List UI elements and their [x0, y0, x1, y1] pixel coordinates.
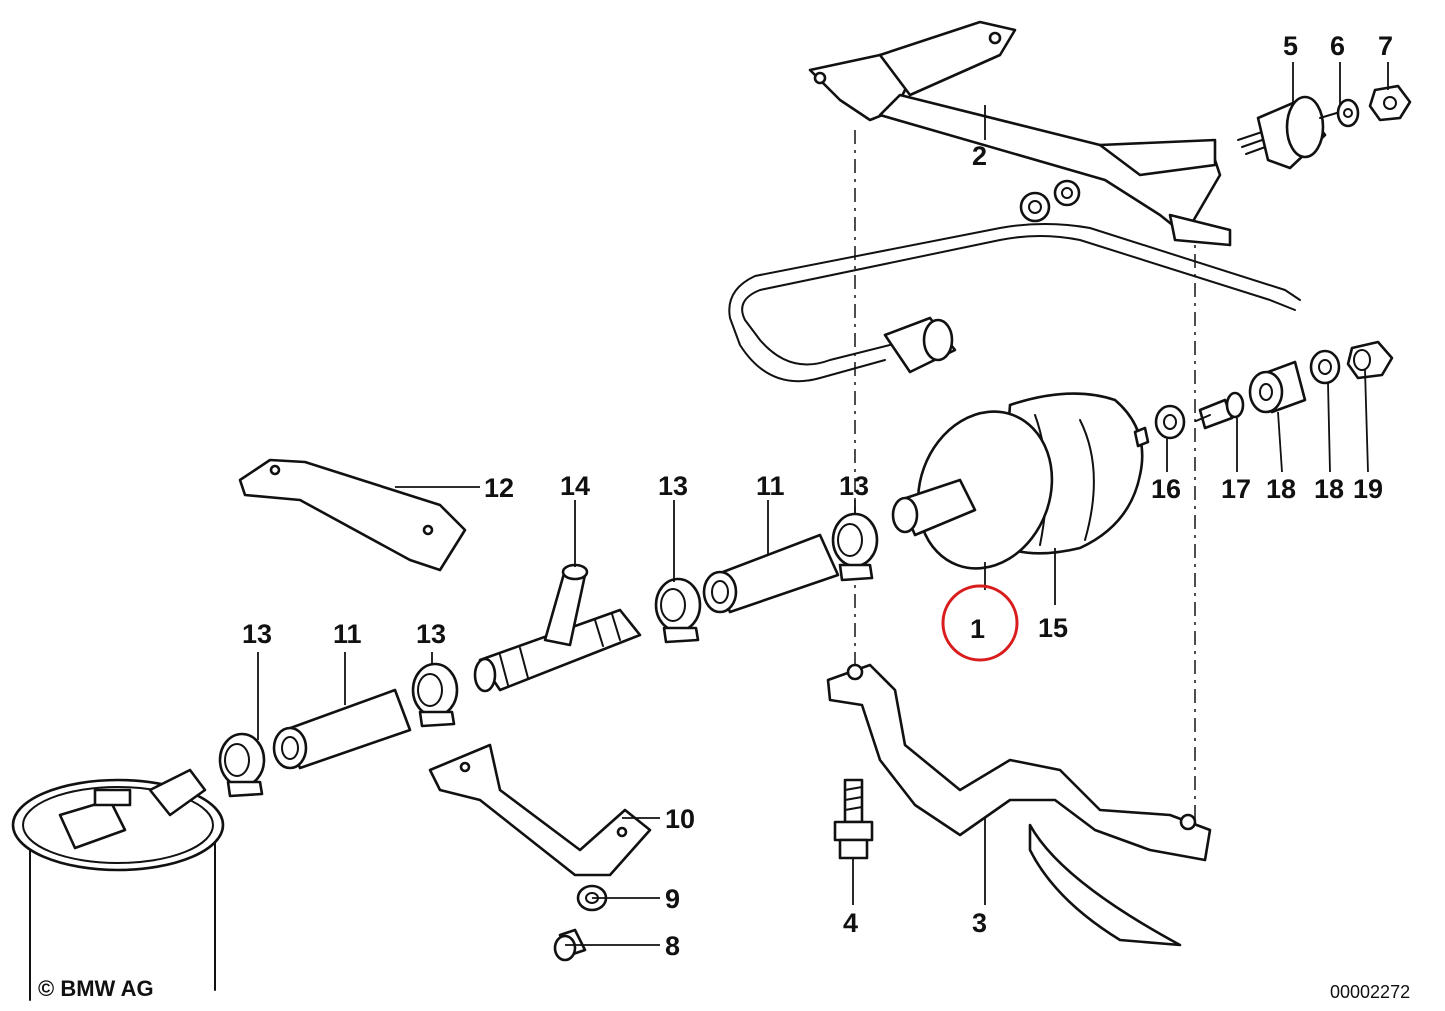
upper-bracket — [808, 20, 1232, 247]
rubber-mount-5 — [1237, 95, 1341, 170]
washer-6 — [1336, 98, 1360, 128]
callout-13-lower-left: 13 — [242, 619, 272, 649]
callout-17: 17 — [1221, 474, 1251, 504]
fuel-line — [728, 223, 1301, 383]
callout-9: 9 — [665, 884, 680, 914]
callout-15: 15 — [1038, 613, 1068, 643]
copyright-notice: © BMW AG — [38, 976, 154, 1001]
callout-13-right: 13 — [839, 471, 869, 501]
hose-11-lower — [272, 688, 412, 770]
callout-labels: 1 2 3 4 5 6 7 8 9 10 11 11 12 13 13 13 1… — [242, 31, 1393, 961]
callout-6: 6 — [1330, 31, 1345, 61]
washer-16 — [1154, 404, 1186, 440]
bottom-bracket-10 — [428, 743, 652, 877]
callout-16: 16 — [1151, 474, 1181, 504]
callout-13-lower-right: 13 — [416, 619, 446, 649]
callout-12: 12 — [484, 473, 514, 503]
alignment-lines — [854, 130, 1196, 820]
nut-7 — [1368, 84, 1412, 122]
callout-14: 14 — [560, 471, 590, 501]
callout-3: 3 — [972, 908, 987, 938]
fuel-filter — [891, 392, 1150, 570]
highlight-circle — [941, 584, 1019, 662]
screw-8 — [553, 928, 587, 962]
clamp-13-lower-right — [411, 662, 459, 728]
bolt-4 — [833, 778, 874, 860]
clamp-13-left — [218, 732, 266, 798]
callout-18-right: 18 — [1314, 474, 1344, 504]
nut-19 — [1346, 340, 1394, 380]
bracket-nut-washer — [1019, 179, 1081, 223]
hollow-bolt-17 — [1195, 391, 1245, 430]
reference-code: 00002272 — [1330, 982, 1411, 1002]
callout-11-upper: 11 — [756, 471, 785, 501]
callout-19: 19 — [1353, 474, 1383, 504]
hose-11-upper — [702, 533, 840, 614]
spacer-18a — [1248, 360, 1307, 414]
clamp-13-right — [831, 512, 879, 582]
callout-4: 4 — [843, 908, 858, 938]
callout-1: 1 — [970, 614, 985, 644]
callout-5: 5 — [1283, 31, 1298, 61]
fuel-tank — [11, 768, 225, 1001]
callout-8: 8 — [665, 931, 680, 961]
callout-11-lower: 11 — [333, 619, 362, 649]
callout-7: 7 — [1378, 31, 1393, 61]
callout-13-middle: 13 — [658, 471, 688, 501]
washer-18b — [1309, 349, 1341, 385]
strap-bracket-12 — [238, 458, 467, 572]
callout-10: 10 — [665, 804, 695, 834]
lower-bracket-3 — [826, 663, 1212, 947]
leader-lines — [257, 62, 1389, 946]
clamp-13-middle — [654, 577, 702, 644]
callout-2: 2 — [972, 141, 987, 171]
callout-18-left: 18 — [1266, 474, 1296, 504]
tee-connector-14 — [473, 563, 642, 693]
